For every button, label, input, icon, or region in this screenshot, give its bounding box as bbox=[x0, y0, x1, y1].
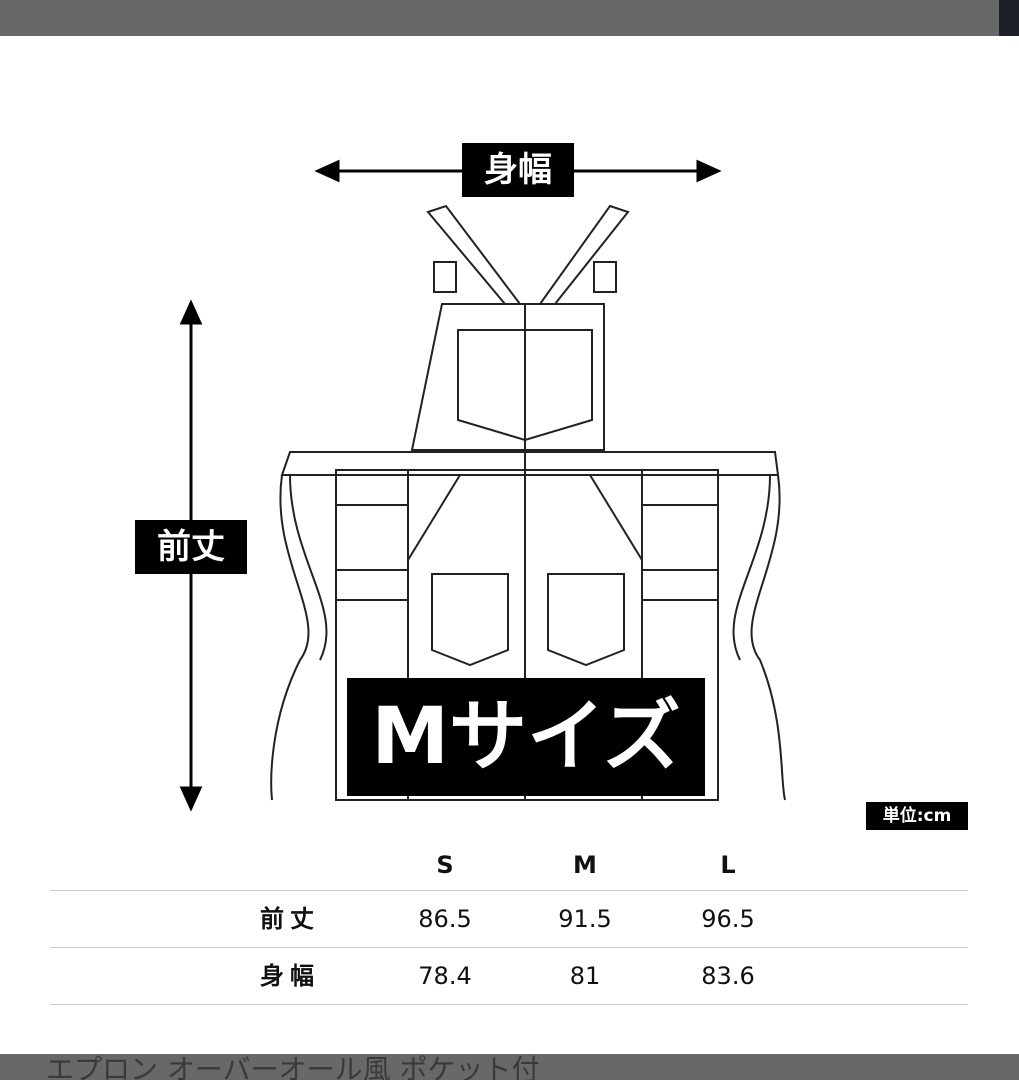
size-table: S M L 前丈 86.5 91.5 96.5 身幅 78.4 81 83.6 bbox=[50, 840, 968, 1005]
column-header-l: L bbox=[720, 851, 736, 879]
straps bbox=[426, 204, 630, 305]
table-divider bbox=[50, 890, 968, 891]
table-header: S M L bbox=[50, 840, 968, 891]
cell-value: 83.6 bbox=[701, 962, 755, 990]
top-bar-edge bbox=[999, 0, 1019, 36]
column-header-s: S bbox=[436, 851, 454, 879]
width-label: 身幅 bbox=[462, 143, 574, 197]
table-row: 前丈 86.5 91.5 96.5 bbox=[50, 891, 968, 948]
table-row: 身幅 78.4 81 83.6 bbox=[50, 948, 968, 1005]
length-label: 前丈 bbox=[135, 520, 247, 574]
cell-value: 91.5 bbox=[558, 905, 612, 933]
unit-label: 単位:cm bbox=[866, 802, 968, 830]
cell-value: 78.4 bbox=[418, 962, 472, 990]
size-banner: Mサイズ bbox=[347, 678, 705, 796]
waist-ties bbox=[270, 451, 786, 801]
row-label: 身幅 bbox=[260, 962, 320, 990]
column-header-m: M bbox=[573, 851, 597, 879]
cell-value: 86.5 bbox=[418, 905, 472, 933]
top-bar bbox=[0, 0, 1019, 36]
row-label: 前丈 bbox=[260, 905, 320, 933]
product-caption: エプロン オーバーオール風 ポケット付 bbox=[46, 1054, 540, 1080]
caption-bar: エプロン オーバーオール風 ポケット付 bbox=[0, 1054, 1019, 1080]
cell-value: 81 bbox=[569, 962, 601, 990]
cell-value: 96.5 bbox=[701, 905, 755, 933]
